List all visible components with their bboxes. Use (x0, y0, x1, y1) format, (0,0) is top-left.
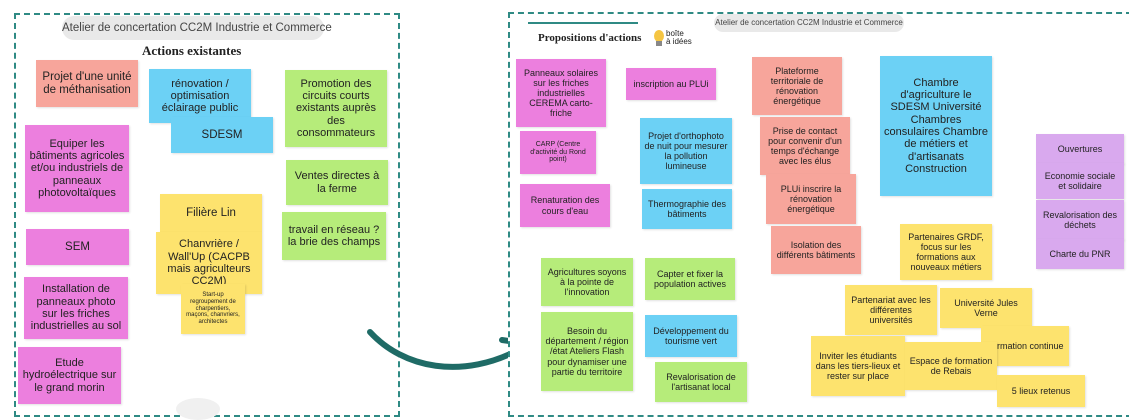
sticky-note[interactable]: Isolation des différents bâtiments (771, 226, 861, 274)
sticky-note[interactable]: inscription au PLUi (626, 68, 716, 100)
sticky-note[interactable]: Renaturation des cours d'eau (520, 184, 610, 227)
sticky-note[interactable]: travail en réseau ? la brie des champs (282, 212, 386, 260)
sticky-note[interactable]: Equiper les bâtiments agricoles et/ou in… (25, 125, 129, 212)
left-board-header: Atelier de concertation CC2M Industrie e… (62, 16, 332, 40)
right-board-header: Atelier de concertation CC2M Industrie e… (714, 14, 904, 32)
sticky-note[interactable]: Projet d'orthophoto de nuit pour mesurer… (640, 118, 732, 184)
sticky-note[interactable]: Capter et fixer la population actives (645, 258, 735, 300)
lightbulb-icon (654, 30, 664, 42)
sticky-note[interactable]: Etude hydroélectrique sur le grand morin (18, 347, 121, 404)
sticky-note[interactable]: Espace de formation de Rebais (905, 342, 997, 390)
sticky-note[interactable]: Besoin du département / région /état Ate… (541, 312, 633, 391)
sticky-note[interactable]: Economie sociale et solidaire (1036, 163, 1124, 199)
avatar (176, 398, 220, 420)
sticky-note[interactable]: PLUi inscrire la rénovation énergétique (766, 174, 856, 224)
sticky-note[interactable]: Prise de contact pour convenir d'un temp… (760, 117, 850, 175)
right-board-title: Propositions d'actions (538, 32, 642, 44)
sticky-note[interactable]: Partenaires GRDF, focus sur les formatio… (900, 224, 992, 280)
sticky-note[interactable]: Agricultures soyons à la pointe de l'inn… (541, 258, 633, 306)
sticky-note[interactable]: Start-up regroupement de charpentiers, m… (181, 284, 245, 334)
sticky-note[interactable]: Partenariat avec les différentes univers… (845, 285, 937, 335)
sticky-note[interactable]: SDESM (171, 117, 273, 153)
sticky-note[interactable]: SEM (26, 229, 129, 265)
sticky-note[interactable]: Développement du tourisme vert (645, 315, 737, 357)
sticky-note[interactable]: Plateforme territoriale de rénovation én… (752, 57, 842, 115)
sticky-note[interactable]: Université Jules Verne (940, 288, 1032, 328)
sticky-note[interactable]: Installation de panneaux photo sur les f… (24, 277, 128, 339)
left-board-title: Actions existantes (142, 43, 242, 58)
sticky-note[interactable]: CARP (Centre d'activité du Rond point) (520, 131, 596, 174)
sticky-note[interactable]: Panneaux solaires sur les friches indust… (516, 59, 606, 127)
sticky-note[interactable]: rénovation / optimisation éclairage publ… (149, 69, 251, 123)
sticky-note[interactable]: Thermographie des bâtiments (642, 189, 732, 229)
sticky-note[interactable]: Charte du PNR (1036, 239, 1124, 269)
sticky-note[interactable]: Revalorisation de l'artisanat local (655, 362, 747, 402)
sticky-note[interactable]: Ouvertures (1036, 134, 1124, 164)
sticky-note[interactable]: Revalorisation des déchets (1036, 200, 1124, 240)
sticky-note[interactable]: Promotion des circuits courts existants … (285, 70, 387, 147)
sticky-note[interactable]: Ventes directes à la ferme (286, 160, 388, 205)
sticky-note[interactable]: Filière Lin (160, 194, 262, 232)
sticky-note[interactable]: Chambre d'agriculture le SDESM Universit… (880, 56, 992, 196)
sticky-note[interactable]: Inviter les étudiants dans les tiers-lie… (811, 336, 905, 396)
sticky-note[interactable]: 5 lieux retenus (997, 375, 1085, 407)
sticky-note[interactable]: Projet d'une unité de méthanisation (36, 60, 138, 107)
title-underline (528, 22, 638, 24)
